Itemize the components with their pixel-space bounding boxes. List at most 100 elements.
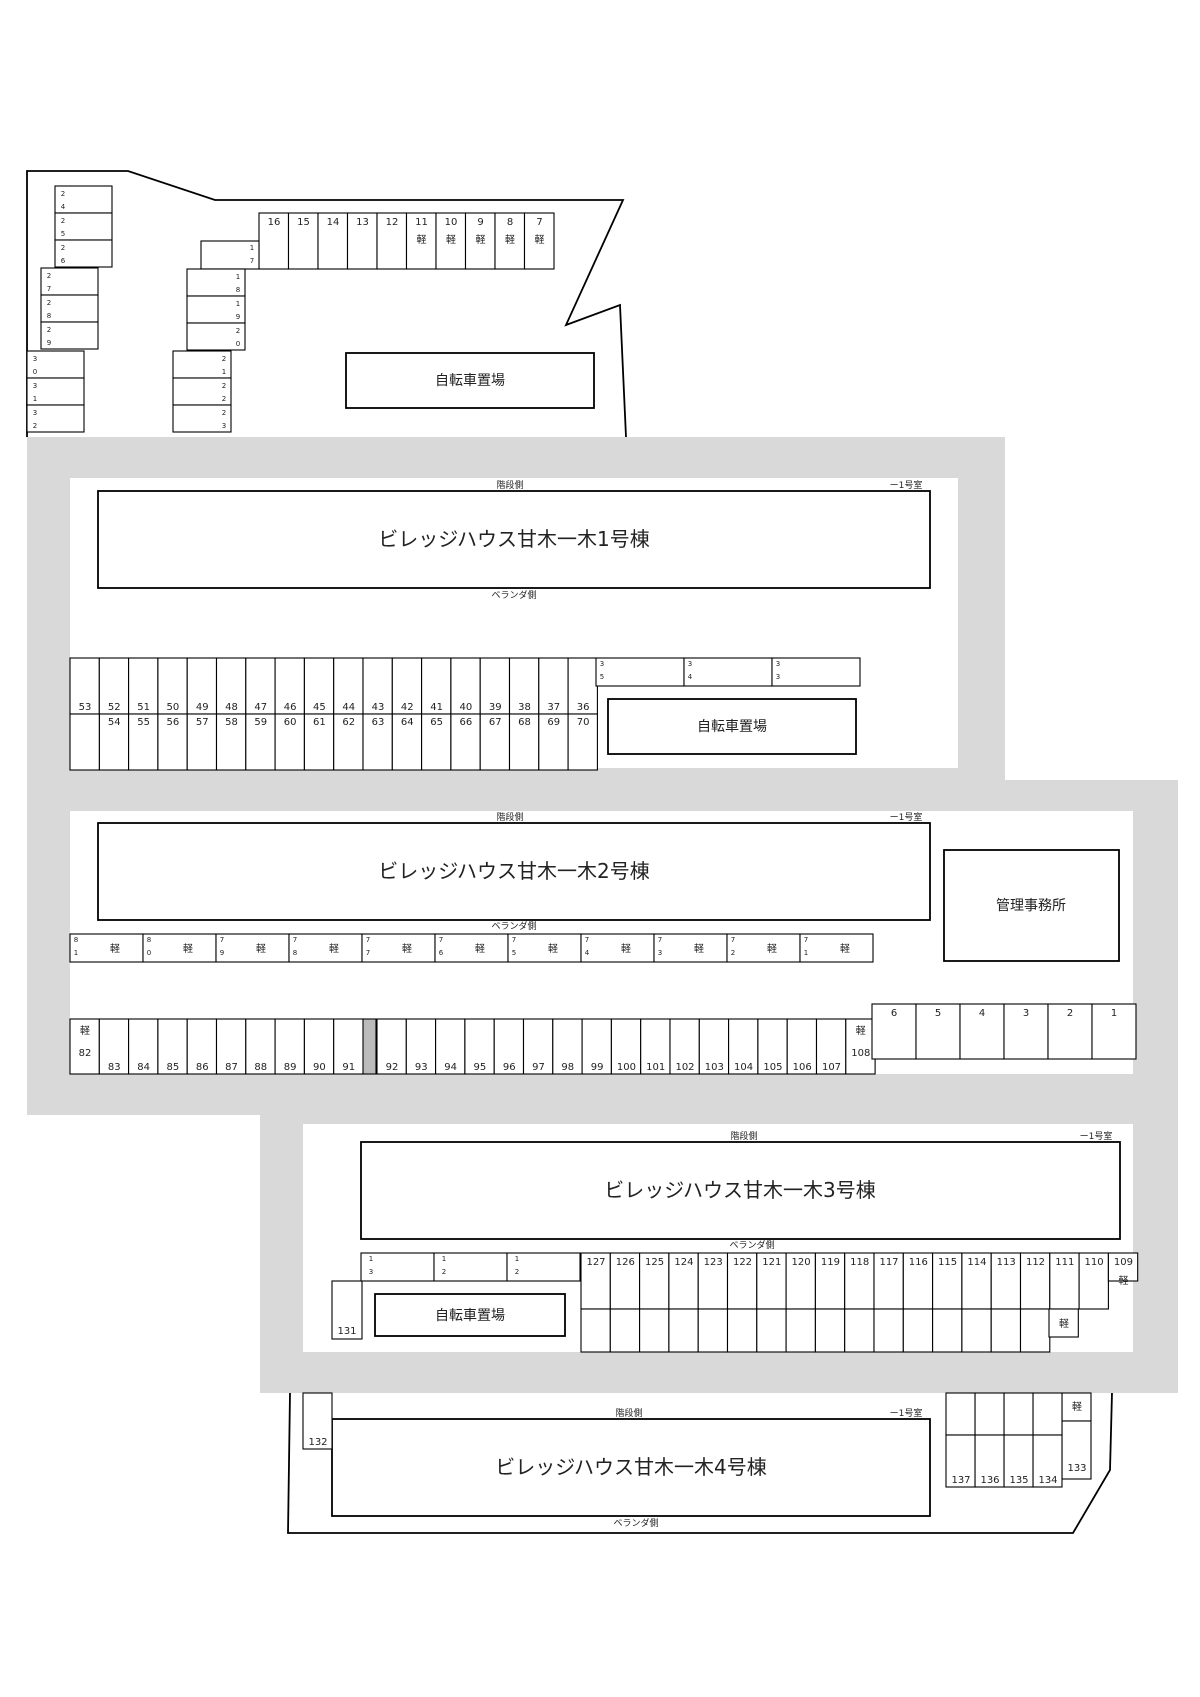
parking-spot-91[interactable]: [333, 1018, 364, 1075]
parking-spot-116[interactable]: [902, 1252, 934, 1310]
parking-spot-lot3-lower-10[interactable]: [844, 1308, 875, 1353]
parking-spot-lot3-lower-15[interactable]: [990, 1308, 1022, 1353]
parking-spot-13[interactable]: [346, 212, 378, 270]
parking-spot-5[interactable]: [915, 1003, 961, 1060]
parking-spot-10[interactable]: [435, 212, 467, 270]
parking-spot-lot4-upper-135[interactable]: [1003, 1392, 1034, 1436]
parking-spot-81[interactable]: [69, 933, 144, 963]
parking-spot-117[interactable]: [873, 1252, 904, 1310]
parking-spot-1[interactable]: [1091, 1003, 1137, 1060]
parking-spot-102[interactable]: [669, 1018, 700, 1075]
parking-spot-lot3-lower-1[interactable]: [580, 1308, 611, 1353]
parking-spot-37[interactable]: [538, 657, 569, 715]
parking-spot-2[interactable]: [1047, 1003, 1093, 1060]
parking-spot-134[interactable]: [1032, 1434, 1063, 1488]
parking-spot-70[interactable]: [567, 713, 598, 771]
parking-spot-92[interactable]: [376, 1018, 407, 1075]
parking-spot-lot3-lower-8[interactable]: [785, 1308, 816, 1353]
parking-spot-106[interactable]: [786, 1018, 818, 1075]
parking-spot-43[interactable]: [362, 657, 393, 715]
parking-spot-57[interactable]: [186, 713, 218, 771]
parking-spot-109[interactable]: [1107, 1252, 1139, 1282]
building-4[interactable]: [331, 1418, 931, 1517]
parking-spot-lot3-lower-6[interactable]: [726, 1308, 758, 1353]
parking-spot-78[interactable]: [288, 933, 363, 963]
parking-spot-45[interactable]: [303, 657, 335, 715]
parking-spot-21[interactable]: [172, 350, 232, 379]
parking-spot-lot3-lower-16[interactable]: [1019, 1308, 1051, 1353]
parking-spot-lot4-upper-137[interactable]: [945, 1392, 976, 1436]
parking-spot-114[interactable]: [961, 1252, 992, 1310]
parking-spot-16[interactable]: [258, 212, 290, 270]
parking-spot-133[interactable]: [1061, 1420, 1092, 1480]
parking-spot-lot3-lower-11[interactable]: [873, 1308, 904, 1353]
parking-spot-38[interactable]: [508, 657, 540, 715]
parking-spot-23[interactable]: [172, 404, 232, 433]
parking-spot-120[interactable]: [785, 1252, 816, 1310]
parking-spot-32[interactable]: [26, 404, 85, 433]
parking-spot-lot4-upper-136[interactable]: [974, 1392, 1005, 1436]
parking-spot-104[interactable]: [728, 1018, 759, 1075]
parking-spot-lot3-lower-7[interactable]: [756, 1308, 787, 1353]
parking-spot-59[interactable]: [245, 713, 276, 771]
parking-spot-46[interactable]: [274, 657, 305, 715]
parking-spot-lot3-lower-12[interactable]: [902, 1308, 934, 1353]
parking-spot-44[interactable]: [333, 657, 364, 715]
parking-spot-88[interactable]: [245, 1018, 276, 1075]
parking-spot-52[interactable]: [98, 657, 130, 715]
parking-spot-67[interactable]: [479, 713, 511, 771]
parking-spot-80[interactable]: [142, 933, 217, 963]
parking-spot-95[interactable]: [464, 1018, 495, 1075]
parking-spot-58[interactable]: [215, 713, 247, 771]
parking-spot-62[interactable]: [333, 713, 364, 771]
parking-spot-71[interactable]: [799, 933, 874, 963]
parking-spot-53[interactable]: [69, 657, 100, 715]
parking-spot-69[interactable]: [538, 713, 569, 771]
parking-spot-101[interactable]: [640, 1018, 671, 1075]
parking-spot-94[interactable]: [435, 1018, 466, 1075]
parking-spot-74[interactable]: [580, 933, 655, 963]
parking-spot-lot3-lower-3[interactable]: [639, 1308, 670, 1353]
building-2[interactable]: [97, 822, 931, 921]
parking-spot-73[interactable]: [653, 933, 728, 963]
parking-spot-17[interactable]: [200, 240, 260, 270]
parking-spot-40[interactable]: [450, 657, 481, 715]
parking-spot-85[interactable]: [157, 1018, 188, 1075]
parking-spot-lot3-kei[interactable]: [1048, 1308, 1079, 1338]
parking-spot-129[interactable]: [433, 1252, 508, 1282]
parking-spot-39[interactable]: [479, 657, 511, 715]
parking-spot-76[interactable]: [434, 933, 509, 963]
parking-spot-15[interactable]: [287, 212, 319, 270]
parking-spot-98[interactable]: [552, 1018, 583, 1075]
parking-spot-137[interactable]: [945, 1434, 976, 1488]
parking-spot-60[interactable]: [274, 713, 305, 771]
parking-spot-31[interactable]: [26, 377, 85, 406]
parking-spot-lot3-lower-5[interactable]: [697, 1308, 729, 1353]
parking-spot-lot3-lower-2[interactable]: [609, 1308, 641, 1353]
parking-spot-35[interactable]: [595, 657, 685, 687]
management-office[interactable]: [943, 849, 1120, 962]
parking-spot-14[interactable]: [317, 212, 349, 270]
parking-spot-lot3-lower-9[interactable]: [814, 1308, 846, 1353]
parking-spot-96[interactable]: [493, 1018, 525, 1075]
parking-spot-112[interactable]: [1019, 1252, 1051, 1310]
parking-spot-83[interactable]: [98, 1018, 130, 1075]
parking-spot-25[interactable]: [54, 212, 113, 241]
parking-spot-28[interactable]: [40, 294, 99, 323]
parking-spot-29[interactable]: [40, 321, 99, 350]
parking-spot-124[interactable]: [668, 1252, 699, 1310]
parking-spot-7[interactable]: [523, 212, 555, 270]
parking-spot-63[interactable]: [362, 713, 393, 771]
parking-spot-131[interactable]: [331, 1280, 363, 1340]
parking-spot-111[interactable]: [1049, 1252, 1080, 1310]
parking-spot-33[interactable]: [771, 657, 861, 687]
parking-spot-82[interactable]: [69, 1018, 100, 1075]
building-1[interactable]: [97, 490, 931, 589]
parking-spot-136[interactable]: [974, 1434, 1005, 1488]
parking-spot-lot3-lower-14[interactable]: [961, 1308, 992, 1353]
parking-spot-122[interactable]: [726, 1252, 758, 1310]
parking-spot-42[interactable]: [391, 657, 423, 715]
parking-spot-66[interactable]: [450, 713, 481, 771]
parking-spot-132[interactable]: [302, 1392, 333, 1450]
parking-spot-128[interactable]: [506, 1252, 581, 1282]
